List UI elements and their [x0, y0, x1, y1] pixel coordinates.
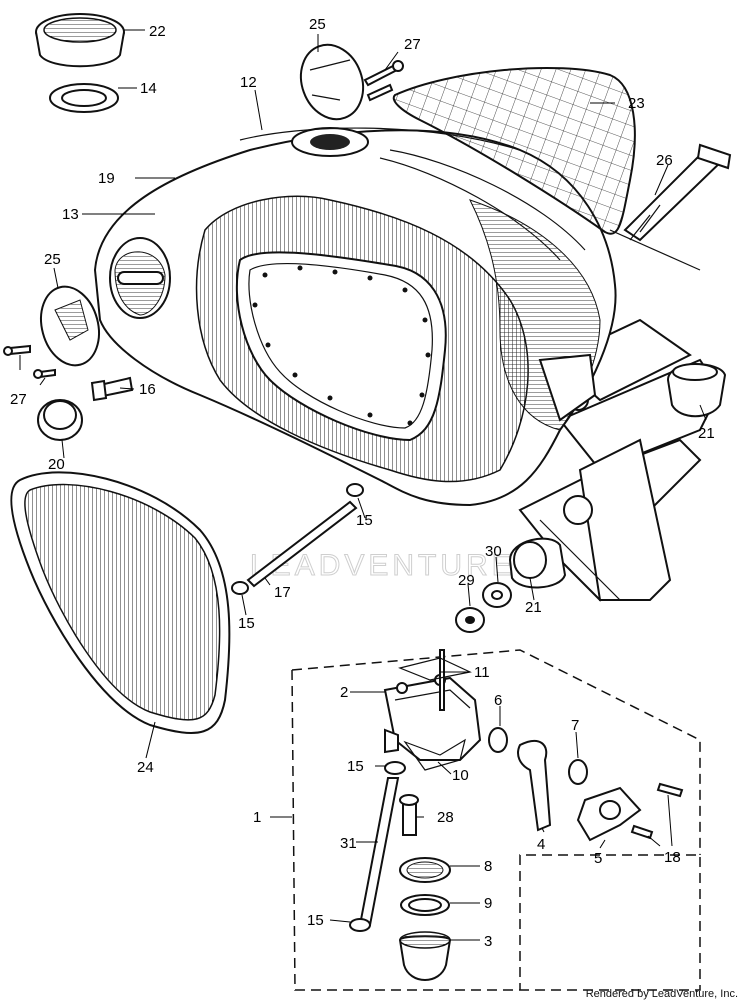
emblem-25-left	[40, 285, 100, 367]
callout-9: 9	[484, 895, 492, 912]
cushion-21-upper	[666, 363, 727, 418]
lever-4	[517, 740, 552, 832]
clip-15-cock	[384, 761, 406, 775]
callout-25: 25	[44, 251, 61, 268]
sediment-cup-3	[398, 931, 452, 981]
callout-26: 26	[656, 152, 673, 169]
clip-15-lower	[349, 918, 371, 932]
callout-17: 17	[274, 584, 291, 601]
callout-18: 18	[664, 849, 681, 866]
callout-27: 27	[404, 36, 421, 53]
callout-13: 13	[62, 206, 79, 223]
grommet-29	[455, 607, 485, 633]
callout-16: 16	[139, 381, 156, 398]
leader-lines	[19, 29, 707, 941]
knee-pad-23	[392, 66, 636, 235]
callout-2: 2	[340, 684, 348, 701]
callout-19: 19	[98, 170, 115, 187]
callout-15: 15	[238, 615, 255, 632]
callout-24: 24	[137, 759, 154, 776]
cushion-21-mid	[508, 537, 567, 589]
callout-6: 6	[494, 692, 502, 709]
screw-28	[399, 794, 419, 836]
hose-31	[358, 777, 400, 926]
bolt-26	[623, 143, 732, 242]
callout-11: 11	[474, 664, 490, 681]
emblem-25-top	[299, 43, 365, 121]
callout-21: 21	[525, 599, 542, 616]
credit-text: Rendered by LeadVenture, Inc.	[585, 988, 738, 1000]
callout-20: 20	[48, 456, 65, 473]
callout-25: 25	[309, 16, 326, 33]
gasket-10	[403, 738, 466, 771]
callout-14: 14	[140, 80, 157, 97]
callout-15: 15	[347, 758, 364, 775]
screws-27	[3, 60, 404, 379]
grommet-20	[37, 399, 83, 441]
callout-8: 8	[484, 858, 492, 875]
callout-7: 7	[571, 717, 579, 734]
plate-5	[576, 786, 642, 842]
fuel-cock-assembly-outline	[291, 649, 701, 991]
gasket-7	[568, 759, 588, 785]
hose-clips-15	[231, 483, 364, 595]
callout-labels: 22 14 25 27 12 23 19 13 26 25 27 16 20 2…	[10, 16, 715, 950]
callout-15: 15	[356, 512, 373, 529]
filter-8	[399, 857, 451, 883]
callout-12: 12	[240, 74, 257, 91]
fuel-hose-17	[246, 500, 358, 588]
callout-30: 30	[485, 543, 502, 560]
callout-31: 31	[340, 835, 357, 852]
callout-4: 4	[537, 836, 545, 853]
washer-30	[482, 582, 512, 608]
callout-27: 27	[10, 391, 27, 408]
callout-21: 21	[698, 425, 715, 442]
bolt-16	[90, 376, 134, 402]
callout-5: 5	[594, 850, 602, 867]
callout-1: 1	[253, 809, 261, 826]
callout-10: 10	[452, 767, 469, 784]
callout-3: 3	[484, 933, 492, 950]
fuel-cock-body-2	[383, 674, 482, 761]
gasket-14	[49, 83, 119, 113]
callout-22: 22	[149, 23, 166, 40]
knee-pad-24	[10, 471, 231, 734]
callout-23: 23	[628, 95, 645, 112]
lever-6	[488, 727, 508, 753]
callout-15: 15	[307, 912, 324, 929]
callout-29: 29	[458, 572, 475, 589]
fuel-tank	[93, 127, 617, 507]
fuel-cap-22	[35, 13, 125, 68]
o-ring-9	[400, 894, 450, 916]
callout-28: 28	[437, 809, 454, 826]
